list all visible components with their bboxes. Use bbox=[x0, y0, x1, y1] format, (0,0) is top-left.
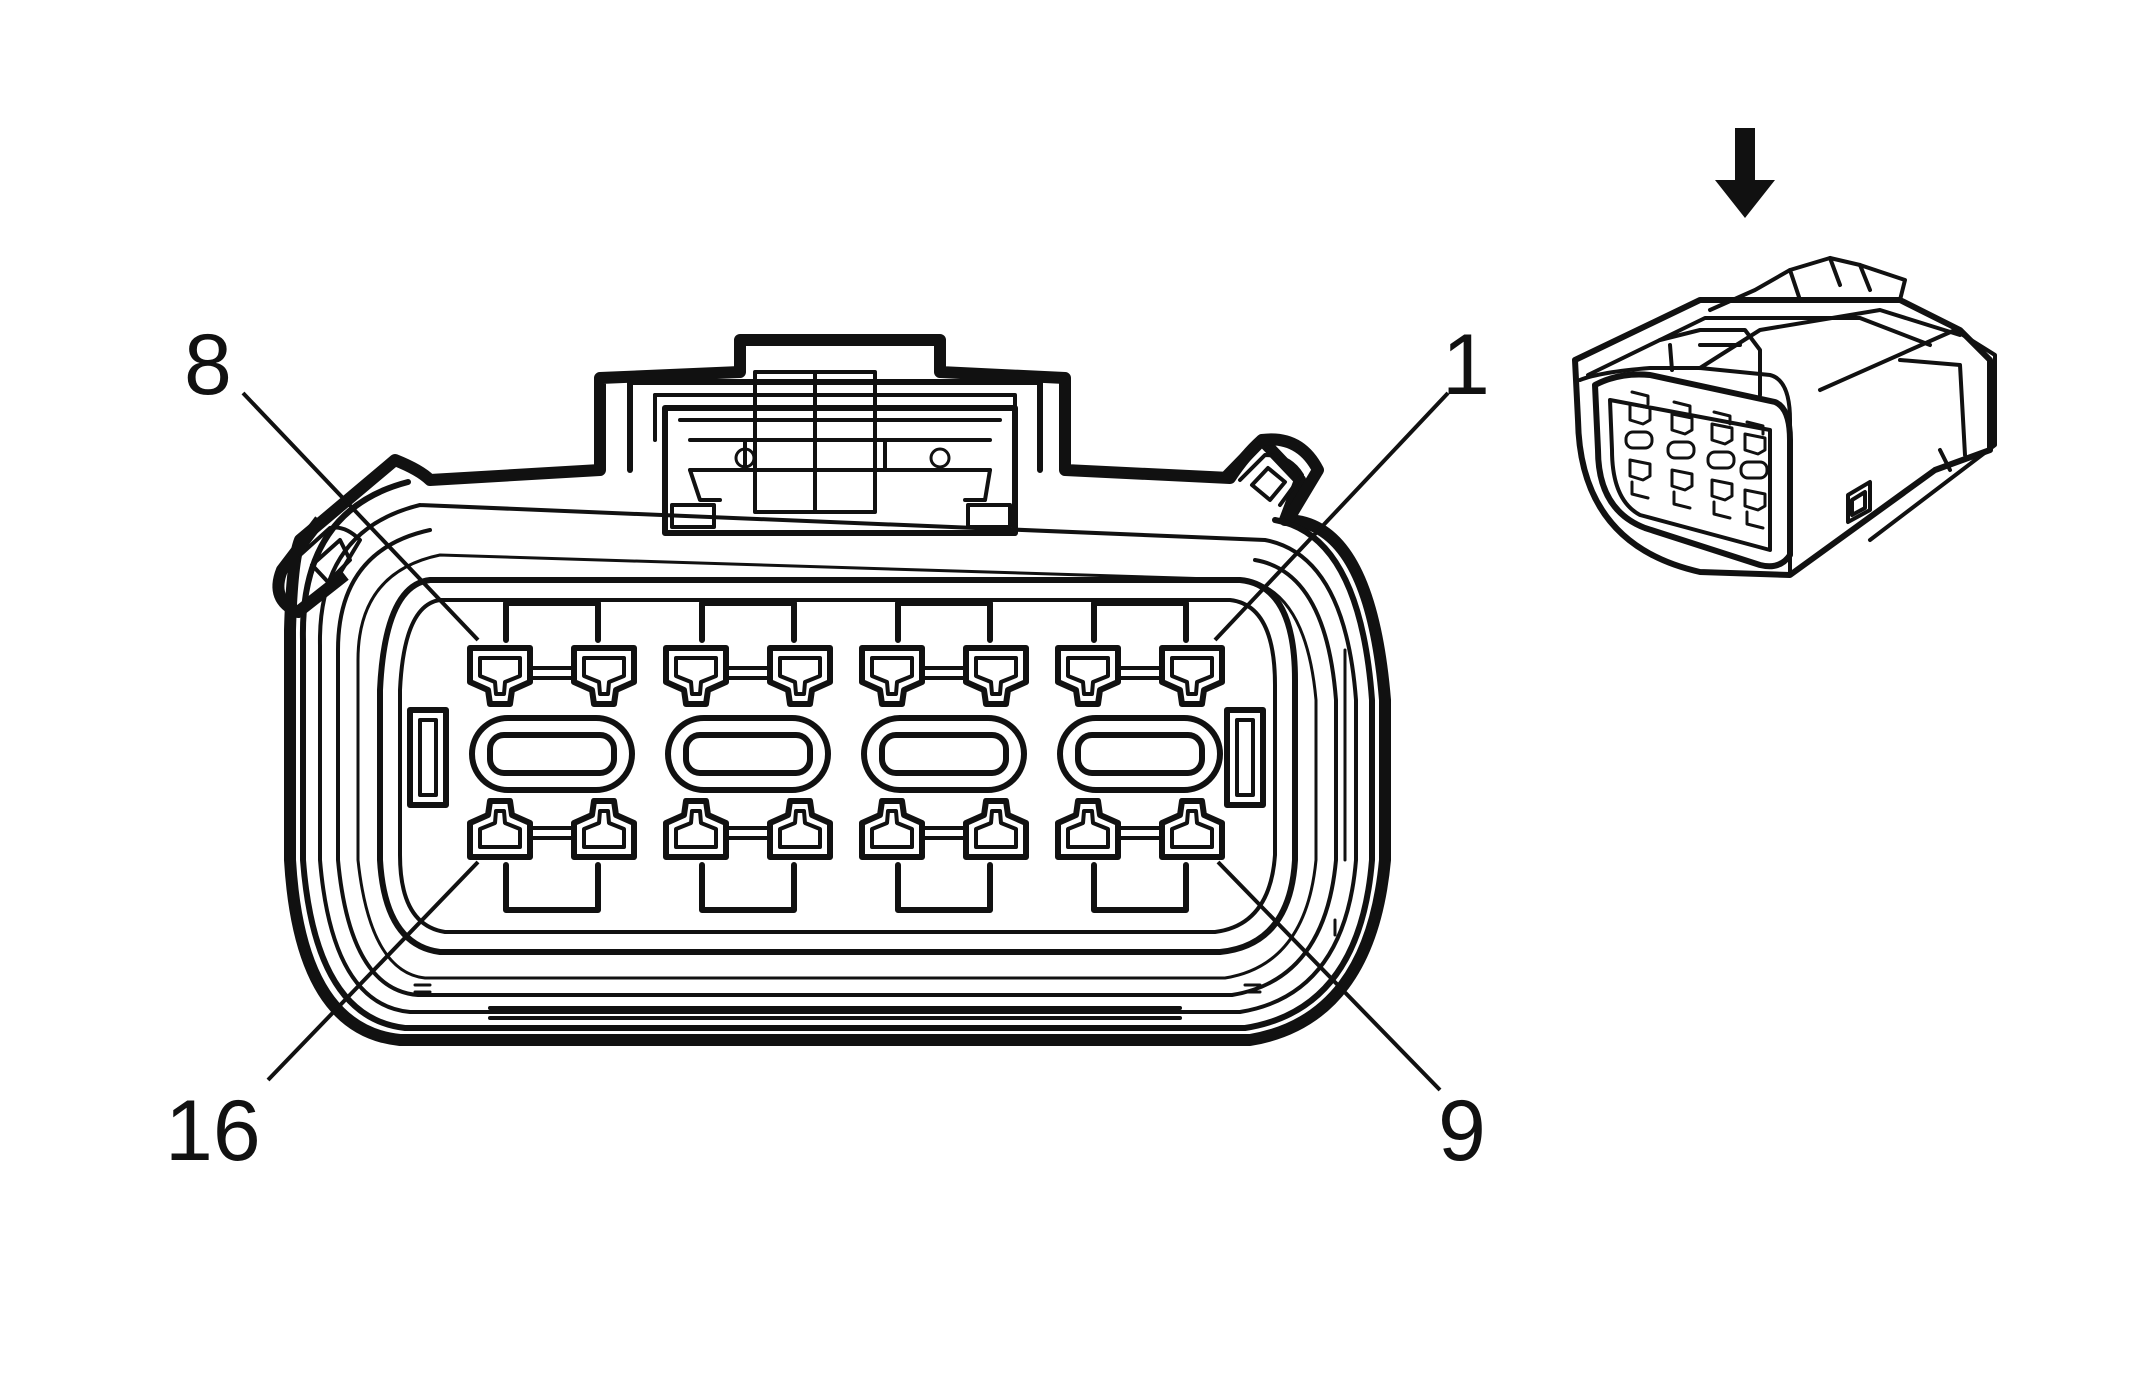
pin-cavity bbox=[859, 645, 925, 707]
leader-line-8 bbox=[241, 391, 480, 642]
cavity-group bbox=[467, 600, 637, 913]
pin-cavity bbox=[467, 798, 533, 860]
pin-cavity bbox=[859, 798, 925, 860]
pin-label-9: 9 bbox=[1438, 1083, 1486, 1179]
center-slot bbox=[469, 715, 635, 793]
pin-cavity bbox=[1159, 798, 1225, 860]
pin-cavity bbox=[1055, 798, 1121, 860]
pin-cavity bbox=[767, 798, 833, 860]
pin-cavity bbox=[663, 645, 729, 707]
left-lock-window bbox=[407, 707, 449, 808]
connector-3d-inset bbox=[1572, 128, 1997, 578]
pin-cavity bbox=[767, 645, 833, 707]
pin-cavity bbox=[663, 798, 729, 860]
right-lock-window bbox=[1224, 707, 1266, 808]
latch bbox=[627, 370, 1043, 536]
pin-label-1: 1 bbox=[1442, 317, 1490, 413]
pin-cavity bbox=[1055, 645, 1121, 707]
pin-cavities bbox=[467, 600, 1225, 913]
cavity-group bbox=[663, 600, 833, 913]
pin-cavity bbox=[1159, 645, 1225, 707]
center-slot bbox=[665, 715, 831, 793]
pin-cavity bbox=[963, 645, 1029, 707]
arrow-down-icon bbox=[1715, 128, 1775, 218]
pin-label-16: 16 bbox=[165, 1083, 261, 1179]
pin-cavity bbox=[571, 645, 637, 707]
leader-line-16 bbox=[266, 860, 480, 1082]
center-slot bbox=[861, 715, 1027, 793]
pin-cavity bbox=[963, 798, 1029, 860]
pin-cavity bbox=[571, 798, 637, 860]
leader-line-1 bbox=[1213, 391, 1450, 642]
pin-cavity bbox=[467, 645, 533, 707]
center-slot bbox=[1057, 715, 1223, 793]
cavity-group bbox=[859, 600, 1029, 913]
cavity-group bbox=[1055, 600, 1225, 913]
right-ear bbox=[1220, 433, 1324, 524]
leader-line-9 bbox=[1216, 860, 1442, 1092]
connector-housing bbox=[284, 334, 1391, 1046]
pin-label-8: 8 bbox=[184, 317, 232, 413]
left-ear bbox=[272, 516, 362, 618]
